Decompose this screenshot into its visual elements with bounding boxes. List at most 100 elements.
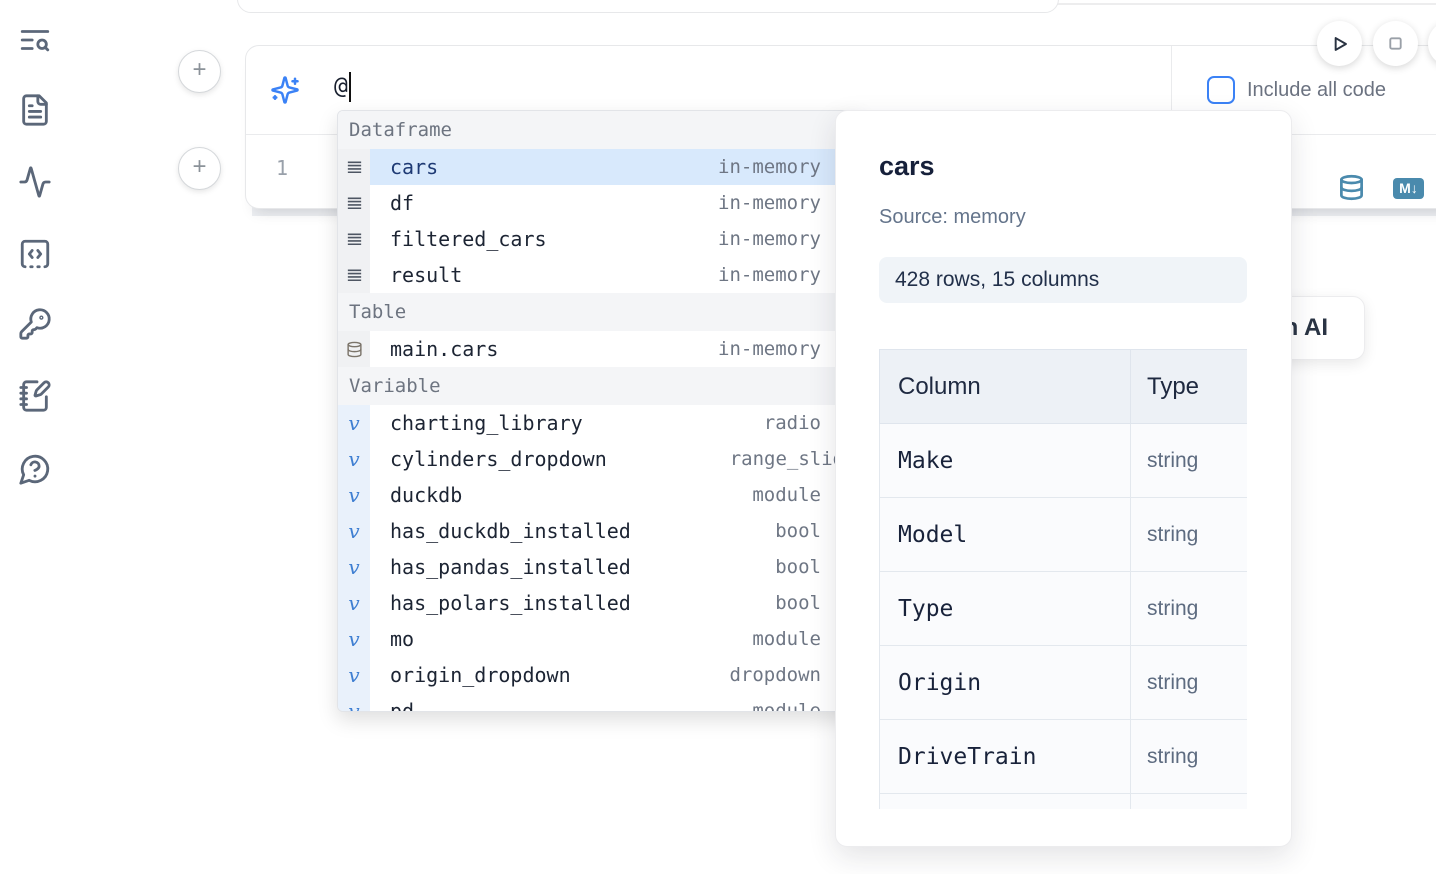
help-chat-icon[interactable]	[18, 452, 52, 486]
stop-icon	[1389, 37, 1402, 50]
dataframe-preview-panel: cars Source: memory 428 rows, 15 columns…	[835, 110, 1292, 847]
autocomplete-item-type: module	[752, 700, 821, 712]
autocomplete-item-name: main.cars	[390, 337, 499, 361]
autocomplete-item-kind: v	[338, 477, 370, 513]
autocomplete-item-main: has_duckdb_installed bool	[370, 513, 861, 549]
autocomplete-item[interactable]: v pd module	[338, 693, 861, 712]
add-cell-button-bottom[interactable]: +	[178, 147, 221, 190]
autocomplete-item-kind	[338, 257, 370, 293]
autocomplete-item-main: charting_library radio	[370, 405, 861, 441]
column-type-cell: string	[1130, 497, 1247, 572]
extra-cell-button-clipped[interactable]	[1428, 21, 1436, 66]
autocomplete-item-name: result	[390, 263, 463, 287]
autocomplete-item-type: dropdown	[729, 664, 821, 686]
column-type-cell: string	[1130, 571, 1247, 646]
autocomplete-item-name: has_pandas_installed	[390, 555, 631, 579]
autocomplete-item-type: bool	[775, 520, 821, 542]
autocomplete-item-kind: v	[338, 441, 370, 477]
autocomplete-section-header: Dataframe	[338, 111, 861, 149]
autocomplete-item[interactable]: v charting_library radio	[338, 405, 861, 441]
key-icon[interactable]	[18, 307, 52, 341]
file-text-icon[interactable]	[18, 93, 52, 127]
autocomplete-section-header: Variable	[338, 367, 861, 405]
autocomplete-item-kind	[338, 331, 370, 367]
variable-icon: v	[348, 411, 360, 435]
prompt-divider	[1171, 46, 1172, 134]
autocomplete-item-type: radio	[763, 412, 821, 434]
previous-cell-bottom	[237, 0, 1059, 13]
list-search-icon[interactable]	[18, 23, 52, 57]
include-all-code-checkbox[interactable]	[1207, 76, 1235, 104]
autocomplete-item-type: bool	[775, 556, 821, 578]
notebook-pen-icon[interactable]	[18, 379, 52, 413]
include-all-code-label: Include all code	[1247, 79, 1386, 101]
variable-icon: v	[348, 519, 360, 543]
run-cell-button[interactable]	[1317, 21, 1362, 66]
table-row-partial	[879, 793, 1247, 809]
variable-icon: v	[348, 663, 360, 687]
autocomplete-item-kind: v	[338, 585, 370, 621]
column-type-cell: string	[1130, 645, 1247, 720]
database-icon[interactable]	[1338, 174, 1365, 201]
autocomplete-item-main: pd module	[370, 693, 861, 712]
autocomplete-item-name: pd	[390, 699, 415, 712]
autocomplete-item-name: cars	[390, 155, 439, 179]
autocomplete-item[interactable]: v has_pandas_installed bool	[338, 549, 861, 585]
dataframe-icon	[347, 268, 361, 281]
autocomplete-item-name: cylinders_dropdown	[390, 447, 607, 471]
code-snippets-icon[interactable]	[18, 237, 52, 271]
autocomplete-item-kind	[338, 185, 370, 221]
activity-icon[interactable]	[18, 165, 52, 199]
stop-cell-button[interactable]	[1373, 21, 1418, 66]
autocomplete-item-name: has_duckdb_installed	[390, 519, 631, 543]
variable-icon: v	[348, 555, 360, 579]
column-name-cell: Type	[879, 571, 1131, 646]
variable-icon: v	[348, 591, 360, 615]
autocomplete-item-name: has_polars_installed	[390, 591, 631, 615]
dataframe-icon	[347, 196, 361, 209]
prompt-input[interactable]: @	[334, 72, 351, 102]
play-icon	[1334, 36, 1347, 51]
autocomplete-item-name: mo	[390, 627, 415, 651]
autocomplete-item-kind: v	[338, 621, 370, 657]
autocomplete-item-type: module	[752, 628, 821, 650]
autocomplete-item-kind: v	[338, 405, 370, 441]
autocomplete-item-kind: v	[338, 693, 370, 712]
text-cursor	[348, 72, 351, 102]
column-type-cell: string	[1130, 719, 1247, 794]
variable-icon: v	[348, 699, 360, 712]
markdown-icon[interactable]: M↓	[1393, 178, 1424, 199]
autocomplete-item[interactable]: v has_duckdb_installed bool	[338, 513, 861, 549]
autocomplete-item-kind: v	[338, 513, 370, 549]
type-header: Type	[1130, 349, 1247, 424]
autocomplete-item-type: in-memory	[718, 192, 821, 214]
previous-output-edge	[1050, 3, 1436, 5]
autocomplete-item-name: duckdb	[390, 483, 463, 507]
autocomplete-item-kind: v	[338, 657, 370, 693]
autocomplete-item-name: charting_library	[390, 411, 583, 435]
autocomplete-item-main: has_pandas_installed bool	[370, 549, 861, 585]
add-cell-button-top[interactable]: +	[178, 50, 221, 93]
